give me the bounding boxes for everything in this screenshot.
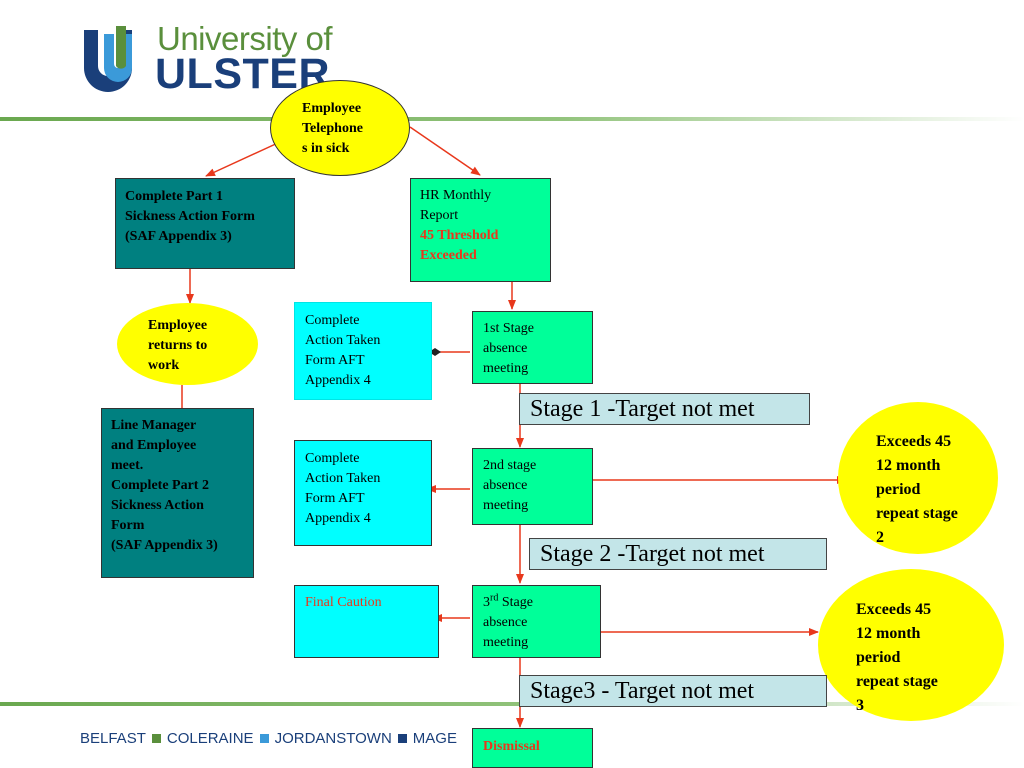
node-text-line: Complete	[305, 451, 360, 466]
separator-square-icon	[397, 734, 407, 743]
arrow-sick-to-hr	[409, 126, 481, 176]
arrow-sick-to-saf1	[205, 141, 281, 177]
node-text-line: 12 month	[856, 625, 921, 642]
node-text-line: 2	[876, 529, 884, 546]
node-exceeds-45-stage3: Exceeds 45 12 month period repeat stage …	[818, 569, 1004, 721]
node-text-line: and Employee	[111, 438, 197, 453]
node-text-line: Appendix 4	[305, 373, 371, 388]
node-text-line: meeting	[483, 498, 529, 513]
node-text-line: Telephone	[302, 121, 363, 136]
node-text-line: meet.	[111, 458, 144, 473]
node-text-line: Employee	[148, 318, 208, 333]
node-text-line: Complete	[305, 313, 360, 328]
threshold-text: 45 Threshold	[420, 228, 499, 243]
node-text-line: 3rd Stage	[483, 593, 590, 613]
logo-text-university-of: University of	[157, 20, 333, 57]
node-text-line: s in sick	[302, 141, 350, 156]
node-text-line: Appendix 4	[305, 511, 371, 526]
node-aft-2: Complete Action Taken Form AFT Appendix …	[294, 440, 432, 546]
node-text-line: Action Taken	[305, 471, 381, 486]
campus-jordanstown: JORDANSTOWN	[274, 730, 392, 747]
node-text-line: Form	[111, 518, 145, 533]
node-text-line: 3	[856, 697, 864, 714]
node-text-line: absence	[483, 341, 528, 356]
node-text-line: Complete Part 2	[111, 478, 209, 493]
node-employee-sick: Employee Telephone s in sick	[270, 80, 410, 176]
node-hr-report: HR Monthly Report 45 Threshold Exceeded	[410, 178, 551, 282]
separator-square-icon	[259, 734, 269, 743]
node-text-line: period	[856, 649, 901, 666]
node-dismissal: Dismissal	[472, 728, 593, 768]
node-text-line: meeting	[483, 361, 529, 376]
campus-belfast: BELFAST	[80, 730, 146, 747]
node-text-line: Employee	[302, 101, 362, 116]
node-text-line: Exceeds 45	[876, 433, 952, 450]
separator-square-icon	[151, 734, 161, 743]
node-saf-part1: Complete Part 1 Sickness Action Form (SA…	[115, 178, 295, 269]
node-text-line: meeting	[483, 635, 529, 650]
dismissal-text: Dismissal	[483, 739, 540, 754]
node-text-line: work	[148, 358, 180, 373]
node-text-line: period	[876, 481, 921, 498]
footer-divider	[0, 702, 1024, 706]
node-text-line: returns to	[148, 338, 208, 353]
node-exceeds-45-stage2: Exceeds 45 12 month period repeat stage …	[838, 402, 998, 554]
node-text-line: Form AFT	[305, 353, 365, 368]
stage3-number: 3	[483, 595, 490, 610]
node-text-line: Exceeds 45	[856, 601, 932, 618]
node-text-line: Line Manager	[111, 418, 197, 433]
target-not-met-stage1: Stage 1 -Target not met	[519, 393, 810, 425]
node-text-line: repeat stage	[856, 673, 938, 690]
node-text-line: (SAF Appendix 3)	[111, 538, 218, 553]
header-divider	[0, 117, 1024, 121]
node-text-line: absence	[483, 615, 528, 630]
node-aft-1: Complete Action Taken Form AFT Appendix …	[294, 302, 432, 400]
node-text-line: Form AFT	[305, 491, 365, 506]
node-text-line: Sickness Action Form	[125, 209, 255, 224]
node-text-line: Action Taken	[305, 333, 381, 348]
node-text-line: 1st Stage	[483, 321, 534, 336]
node-final-caution: Final Caution	[294, 585, 439, 658]
campus-footer: BELFAST COLERAINE JORDANSTOWN MAGE	[80, 730, 457, 747]
university-logo-mark	[80, 24, 150, 94]
threshold-text: Exceeded	[420, 248, 477, 263]
node-text-line: (SAF Appendix 3)	[125, 229, 232, 244]
node-text-line: Report	[420, 208, 459, 223]
node-stage2-meeting: 2nd stage absence meeting	[472, 448, 593, 525]
node-text-line: Complete Part 1	[125, 189, 223, 204]
node-stage3-meeting: 3rd Stage absence meeting	[472, 585, 601, 658]
node-text-line: 12 month	[876, 457, 941, 474]
stage3-ordinal-suffix: rd	[490, 592, 499, 604]
node-text-line: absence	[483, 478, 528, 493]
target-not-met-stage2: Stage 2 -Target not met	[529, 538, 827, 570]
campus-coleraine: COLERAINE	[166, 730, 254, 747]
stage3-label: Stage	[498, 595, 533, 610]
final-caution-text: Final Caution	[305, 595, 382, 610]
node-line-manager-meet: Line Manager and Employee meet. Complete…	[101, 408, 254, 578]
target-not-met-stage3: Stage3 - Target not met	[519, 675, 827, 707]
node-text-line: 2nd stage	[483, 458, 537, 473]
node-text-line: repeat stage	[876, 505, 958, 522]
campus-magee: MAGE	[412, 730, 457, 747]
node-employee-returns: Employee returns to work	[117, 303, 258, 385]
node-text-line: Sickness Action	[111, 498, 204, 513]
node-stage1-meeting: 1st Stage absence meeting	[472, 311, 593, 384]
node-text-line: HR Monthly	[420, 188, 492, 203]
